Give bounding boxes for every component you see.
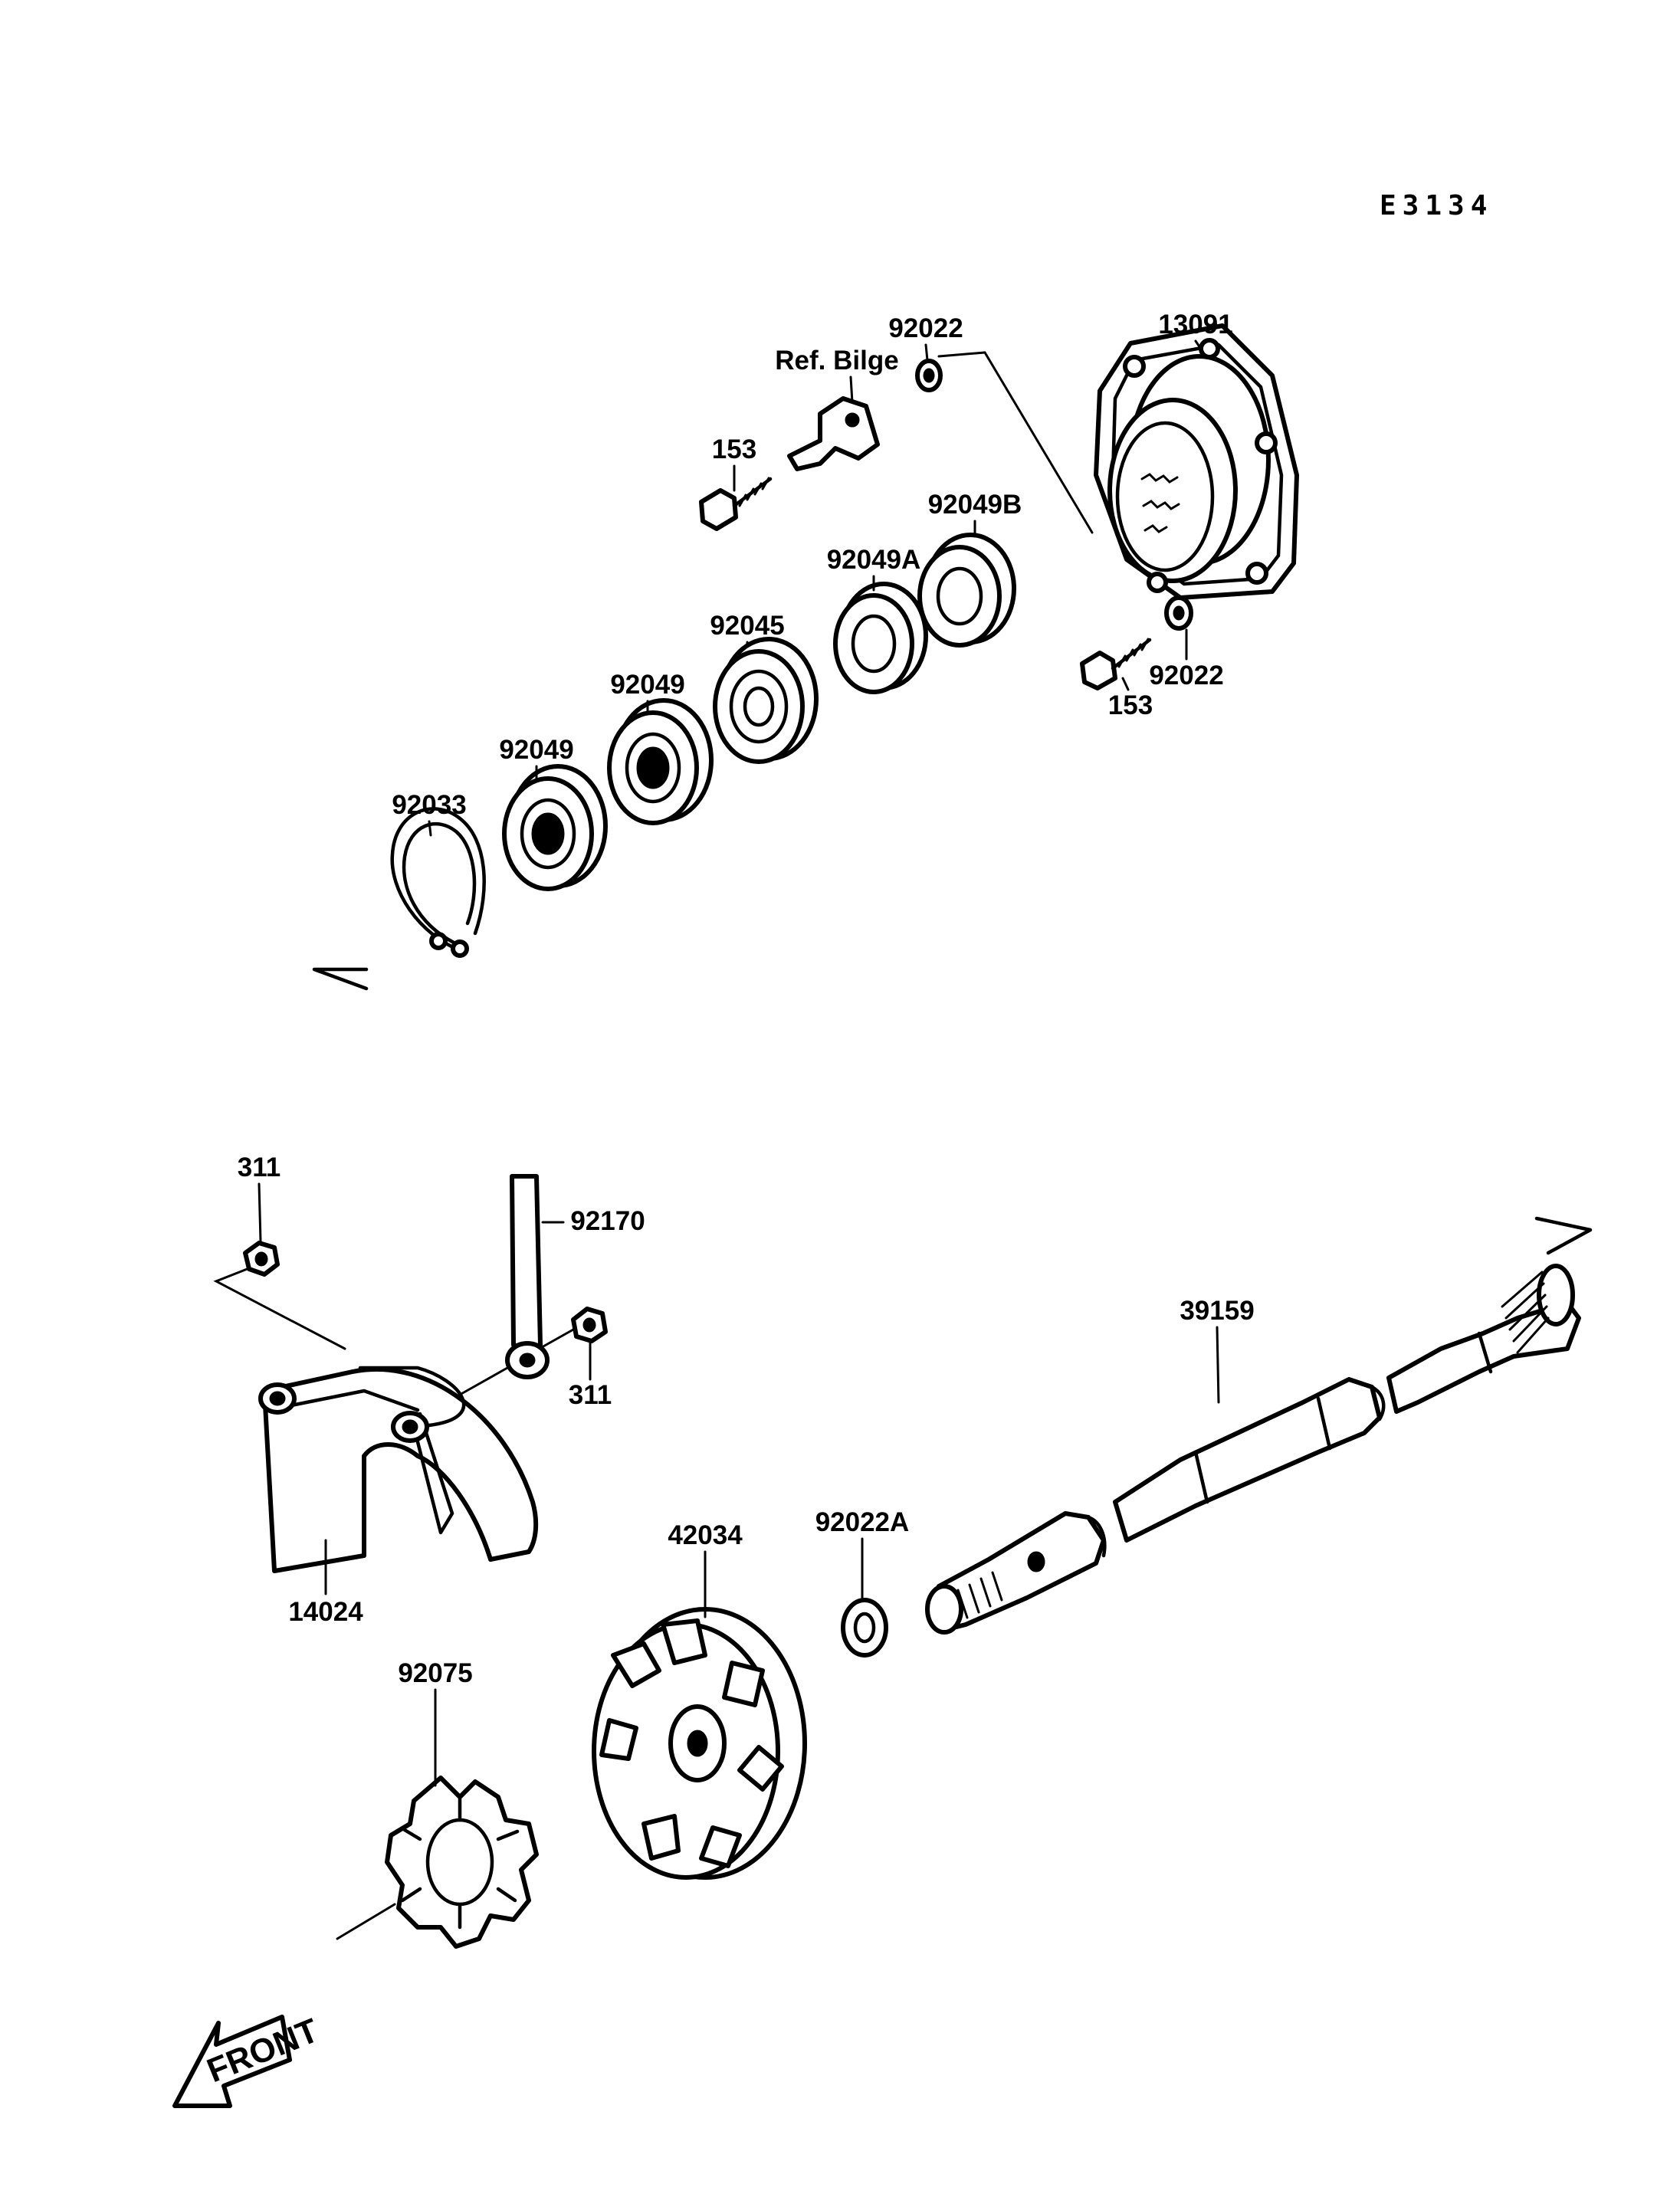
label-153-bottom: 153 bbox=[1108, 677, 1153, 720]
label-153-top: 153 bbox=[712, 434, 756, 492]
label-92045: 92045 bbox=[710, 611, 785, 645]
label-14024: 14024 bbox=[288, 1539, 363, 1627]
svg-text:153: 153 bbox=[712, 434, 756, 464]
svg-text:92170: 92170 bbox=[570, 1206, 645, 1236]
leader-92075-axis bbox=[336, 1903, 396, 1940]
label-311-right: 311 bbox=[569, 1341, 612, 1410]
part-92022A-washer bbox=[841, 1598, 888, 1658]
part-13091-bearing-housing bbox=[1094, 323, 1299, 600]
axis-marker-left bbox=[312, 967, 369, 991]
part-153-bolt-bottom bbox=[1080, 638, 1152, 690]
label-92170: 92170 bbox=[541, 1206, 645, 1236]
svg-text:Ref. Bilge: Ref. Bilge bbox=[775, 346, 898, 375]
label-92049A: 92049A bbox=[827, 545, 921, 592]
label-92033: 92033 bbox=[392, 790, 467, 837]
svg-text:311: 311 bbox=[238, 1153, 281, 1182]
part-92075-damper bbox=[385, 1776, 539, 1949]
svg-text:39159: 39159 bbox=[1180, 1296, 1254, 1326]
diagram-code: E3134 bbox=[1380, 190, 1493, 221]
label-92022A: 92022A bbox=[815, 1507, 910, 1600]
label-92049-a: 92049 bbox=[499, 735, 574, 782]
label-92022-right: 92022 bbox=[1149, 628, 1224, 690]
svg-text:14024: 14024 bbox=[288, 1597, 363, 1627]
label-92022-top: 92022 bbox=[888, 313, 963, 362]
part-153-bolt-top bbox=[699, 477, 773, 531]
svg-text:92045: 92045 bbox=[710, 611, 784, 641]
part-92033-circlip bbox=[390, 807, 486, 958]
part-311-nut-left bbox=[243, 1241, 280, 1277]
part-311-nut-right bbox=[571, 1307, 608, 1343]
label-92049-b: 92049 bbox=[610, 670, 685, 716]
leader-311-to-bracket bbox=[213, 1267, 346, 1350]
label-92075: 92075 bbox=[398, 1658, 473, 1787]
label-13091: 13091 bbox=[1158, 310, 1233, 354]
label-42034: 42034 bbox=[668, 1520, 743, 1618]
part-92049-oil-seal-b bbox=[607, 698, 714, 825]
svg-text:92022: 92022 bbox=[1149, 661, 1223, 690]
leader-92022-to-13091 bbox=[937, 351, 1094, 534]
svg-text:92033: 92033 bbox=[392, 790, 466, 820]
svg-text:92022: 92022 bbox=[888, 313, 963, 343]
front-direction-arrow: FRONT bbox=[172, 2012, 323, 2108]
part-92022-washer-right bbox=[1164, 595, 1193, 631]
bilge-bracket bbox=[787, 396, 880, 471]
label-311-left: 311 bbox=[238, 1153, 281, 1243]
svg-text:92049: 92049 bbox=[610, 670, 684, 700]
label-ref-bilge: Ref. Bilge bbox=[775, 346, 899, 404]
label-39159: 39159 bbox=[1180, 1296, 1255, 1404]
part-92170-link-rod bbox=[505, 1174, 550, 1379]
part-39159-drive-shaft bbox=[925, 1264, 1581, 1635]
svg-text:311: 311 bbox=[569, 1380, 612, 1410]
svg-text:92049B: 92049B bbox=[928, 490, 1022, 520]
svg-text:13091: 13091 bbox=[1158, 310, 1232, 339]
part-42034-coupling bbox=[592, 1607, 807, 1880]
part-92049B-oil-seal bbox=[917, 533, 1016, 648]
svg-text:92049: 92049 bbox=[499, 735, 573, 765]
svg-text:42034: 42034 bbox=[668, 1520, 743, 1550]
svg-text:153: 153 bbox=[1108, 690, 1153, 720]
svg-text:92049A: 92049A bbox=[827, 545, 921, 575]
svg-text:92075: 92075 bbox=[398, 1658, 472, 1688]
part-92049A-oil-seal bbox=[833, 582, 928, 694]
part-92049-oil-seal-a bbox=[502, 764, 608, 891]
part-14024-bracket bbox=[258, 1366, 539, 1573]
svg-text:92022A: 92022A bbox=[815, 1507, 910, 1537]
part-92045-ball-bearing bbox=[713, 637, 819, 764]
label-92049B: 92049B bbox=[928, 490, 1022, 538]
part-92022-washer-top bbox=[915, 359, 943, 392]
axis-marker-right bbox=[1534, 1216, 1593, 1255]
